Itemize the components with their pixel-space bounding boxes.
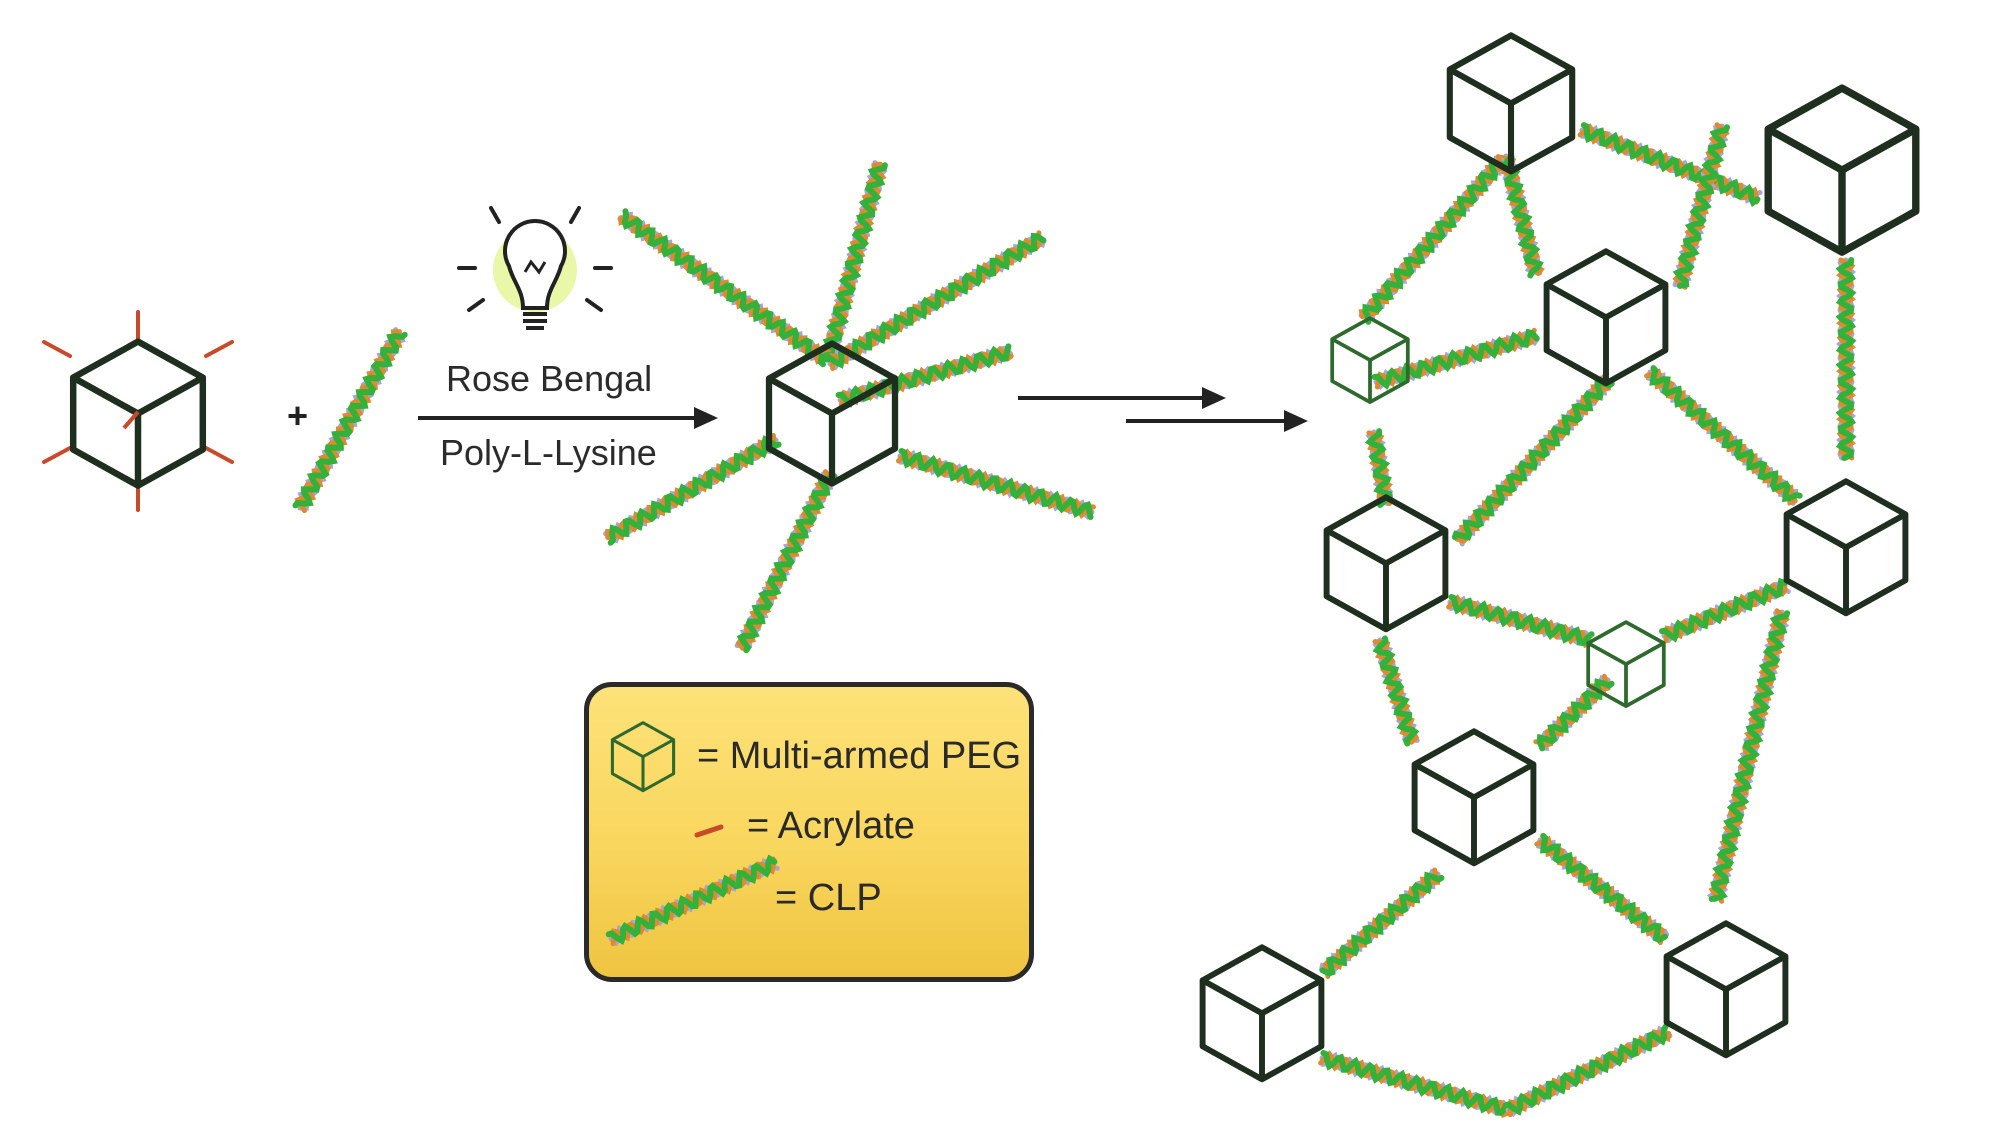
clp-strand bbox=[1319, 871, 1445, 977]
clp-strand bbox=[898, 448, 1094, 520]
clp-strand bbox=[1497, 151, 1544, 279]
clp-strand bbox=[1371, 328, 1540, 390]
clp-strand bbox=[1446, 594, 1592, 649]
clp-strand bbox=[292, 331, 408, 509]
legend-label-multi-armed-peg: = Multi-armed PEG bbox=[697, 735, 1022, 777]
peg-cube-with-acrylate bbox=[42, 310, 234, 512]
clp-strand bbox=[621, 208, 826, 368]
clp-strand bbox=[1372, 635, 1420, 747]
hydrogel-network bbox=[1203, 35, 1916, 1119]
clp-strand bbox=[1364, 428, 1393, 508]
network-formation-arrows bbox=[1018, 387, 1308, 432]
clp-helix-icon bbox=[605, 854, 780, 947]
clp-strand bbox=[607, 435, 782, 546]
network-cube-4-small bbox=[1330, 316, 1410, 404]
clp-strand bbox=[1659, 577, 1788, 643]
clp-strand bbox=[820, 162, 888, 362]
clp-strand bbox=[1362, 159, 1509, 325]
clp-strand bbox=[1536, 678, 1615, 752]
clp-strand bbox=[1318, 1050, 1510, 1119]
clp-strand bbox=[1320, 1050, 1513, 1116]
clp-strand bbox=[824, 232, 1047, 369]
clp-strand bbox=[1644, 368, 1798, 506]
clp-strand bbox=[1835, 257, 1857, 461]
acrylate-center-arm bbox=[122, 410, 140, 430]
network-cube-8 bbox=[1415, 731, 1534, 863]
network-cube-3 bbox=[1547, 251, 1666, 383]
light-bulb-icon bbox=[457, 206, 613, 330]
reagent-rose-bengal-label: Rose Bengal bbox=[446, 358, 653, 399]
network-cube-1 bbox=[1450, 35, 1572, 171]
clp-strand bbox=[1539, 832, 1668, 944]
clp-helix-single bbox=[292, 327, 408, 514]
network-cube-5 bbox=[1327, 497, 1446, 629]
clp-strand bbox=[1451, 378, 1615, 541]
clp-strand bbox=[1649, 365, 1803, 503]
acrylate-icon bbox=[694, 824, 724, 838]
network-cube-6 bbox=[1787, 481, 1906, 613]
clp-strand bbox=[1448, 594, 1595, 647]
peg-clp-star-conjugate bbox=[603, 160, 1096, 654]
legend-label-acrylate: = Acrylate bbox=[747, 805, 915, 847]
network-cube-2 bbox=[1768, 88, 1916, 252]
clp-strand bbox=[1502, 1023, 1669, 1116]
clp-strand bbox=[605, 854, 778, 946]
legend-box: = Multi-armed PEG = Acrylate = CLP bbox=[584, 682, 1034, 982]
clp-strand bbox=[1708, 610, 1791, 902]
clp-strand bbox=[736, 473, 838, 654]
network-cube-9 bbox=[1667, 923, 1786, 1055]
reaction-arrow bbox=[418, 407, 718, 429]
peg-cube-icon bbox=[610, 721, 676, 793]
reagent-poly-l-lysine-label: Poly-L-Lysine bbox=[440, 432, 657, 473]
clp-strand bbox=[1580, 122, 1761, 208]
clp-strand bbox=[605, 433, 777, 541]
legend-label-clp: = CLP bbox=[775, 877, 882, 919]
legend-icons bbox=[605, 721, 780, 947]
clp-strand bbox=[1672, 124, 1730, 289]
plus-sign: + bbox=[287, 395, 308, 436]
network-cube-10 bbox=[1203, 947, 1322, 1079]
network-cube-7-small bbox=[1586, 620, 1666, 708]
